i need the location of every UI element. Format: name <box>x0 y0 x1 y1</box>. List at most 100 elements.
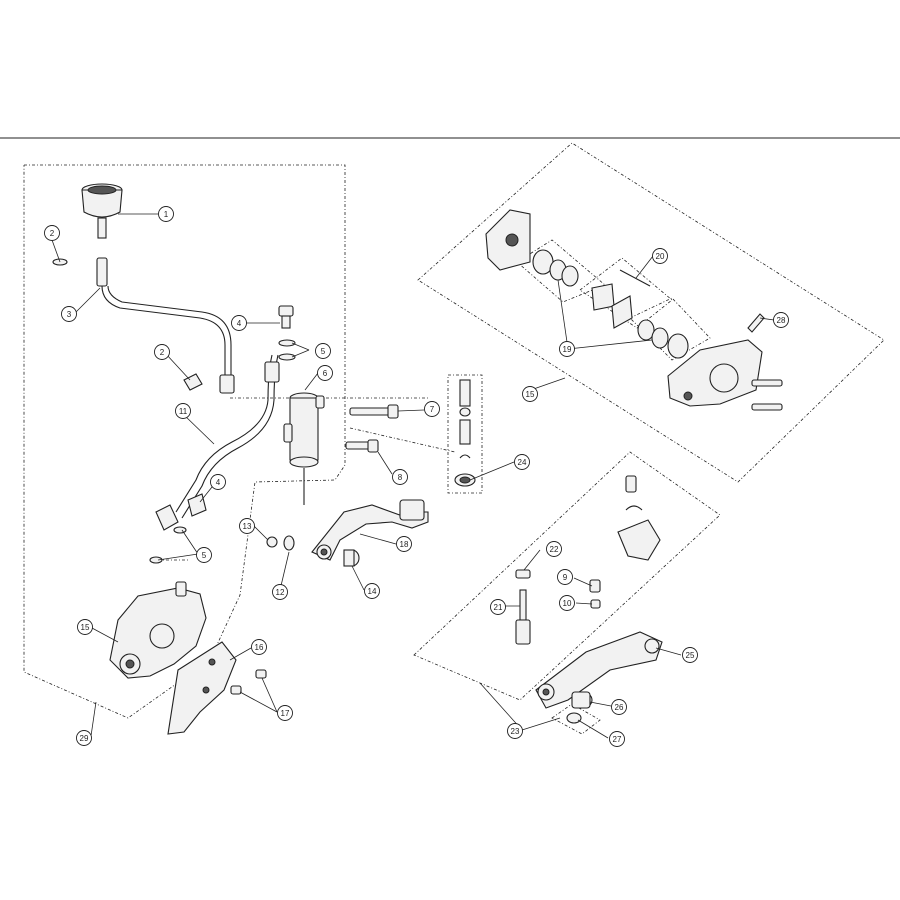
callout-label: 13 <box>243 522 252 531</box>
callout-label: 18 <box>400 540 409 549</box>
banjo-bolt-part <box>149 305 296 564</box>
bolt-7-part <box>349 404 399 419</box>
hose-part <box>96 257 235 394</box>
group-outlines <box>23 142 885 735</box>
callout-label: 20 <box>656 252 665 261</box>
callout-label: 22 <box>550 545 559 554</box>
bracket-bolts-part <box>230 669 267 695</box>
callout-c19: 19 <box>559 341 575 357</box>
reservoir-part <box>81 183 123 239</box>
callout-label: 4 <box>216 478 221 487</box>
clevis-21-part <box>515 569 531 645</box>
callout-c11: 11 <box>175 403 191 419</box>
callout-c10: 10 <box>559 595 575 611</box>
callout-c18: 18 <box>396 536 412 552</box>
callout-label: 29 <box>80 734 89 743</box>
callout-label: 26 <box>615 703 624 712</box>
callout-c16: 16 <box>251 639 267 655</box>
callout-bubble <box>175 403 191 419</box>
callout-c26: 26 <box>611 699 627 715</box>
callout-label: 15 <box>526 390 535 399</box>
callout-c8: 8 <box>392 469 408 485</box>
callout-label: 6 <box>323 369 328 378</box>
callout-c12: 12 <box>272 584 288 600</box>
callout-c21: 21 <box>490 599 506 615</box>
callout-label: 8 <box>398 473 403 482</box>
callout-label: 17 <box>281 709 290 718</box>
callout-bubble <box>682 647 698 663</box>
callout-bubble <box>231 315 247 331</box>
callout-label: 9 <box>563 573 568 582</box>
callout-label: 10 <box>563 599 572 608</box>
callout-label: 24 <box>518 458 527 467</box>
bushing-26-27-part <box>566 691 593 724</box>
bolt-9-10-part <box>589 579 601 609</box>
callout-bubble <box>490 599 506 615</box>
callout-bubble <box>652 248 668 264</box>
callout-label: 15 <box>81 623 90 632</box>
brake-line-part <box>155 354 280 531</box>
callout-bubble <box>210 474 226 490</box>
callout-bubble <box>317 365 333 381</box>
callout-bubble <box>76 730 92 746</box>
callout-bubble <box>507 723 523 739</box>
callout-c4b: 4 <box>210 474 226 490</box>
callout-bubble <box>158 206 174 222</box>
callout-bubble <box>272 584 288 600</box>
callout-bubble <box>611 699 627 715</box>
callout-label: 7 <box>430 405 435 414</box>
callout-c1: 1 <box>158 206 174 222</box>
callout-bubble <box>251 639 267 655</box>
callout-label: 27 <box>613 735 622 744</box>
callout-c14: 14 <box>364 583 380 599</box>
callout-bubble <box>559 595 575 611</box>
piston-kit-24-part <box>454 379 476 487</box>
callout-c22: 22 <box>546 541 562 557</box>
callout-c4a: 4 <box>231 315 247 331</box>
callout-c27: 27 <box>609 731 625 747</box>
callout-label: 4 <box>237 319 242 328</box>
bolt-8-part <box>345 439 379 453</box>
callout-c6: 6 <box>317 365 333 381</box>
callout-label: 5 <box>321 347 326 356</box>
callout-bubble <box>77 619 93 635</box>
callout-c15a: 15 <box>77 619 93 635</box>
callout-c7: 7 <box>424 401 440 417</box>
callout-c13: 13 <box>239 518 255 534</box>
callout-c15b: 15 <box>522 386 538 402</box>
callout-bubble <box>424 401 440 417</box>
callout-label: 14 <box>368 587 377 596</box>
callout-bubble <box>315 343 331 359</box>
caliper-assembly-part <box>667 313 783 411</box>
callout-label: 11 <box>179 407 188 416</box>
caliper-bracket-part <box>167 641 237 735</box>
callout-c5b: 5 <box>196 547 212 563</box>
pedal-18-part <box>311 499 429 561</box>
callout-bubble <box>396 536 412 552</box>
rear-caliper-part <box>109 581 207 679</box>
callout-c28: 28 <box>773 312 789 328</box>
callout-c24: 24 <box>514 454 530 470</box>
callout-bubble <box>773 312 789 328</box>
piston-seals-part <box>532 249 689 359</box>
callout-label: 5 <box>202 551 207 560</box>
leader-lines <box>51 213 775 739</box>
callout-c17: 17 <box>277 705 293 721</box>
callout-label: 2 <box>50 229 55 238</box>
callout-bubble <box>196 547 212 563</box>
callout-label: 28 <box>777 316 786 325</box>
callout-bubble <box>364 583 380 599</box>
footrest-part <box>617 475 661 561</box>
callout-label: 3 <box>67 310 72 319</box>
callout-c23: 23 <box>507 723 523 739</box>
callout-bubble <box>557 569 573 585</box>
callout-c9: 9 <box>557 569 573 585</box>
callout-bubble <box>277 705 293 721</box>
callout-label: 23 <box>511 727 520 736</box>
callout-c5a: 5 <box>315 343 331 359</box>
callout-bubble <box>559 341 575 357</box>
callout-bubble <box>61 306 77 322</box>
callout-label: 19 <box>563 345 572 354</box>
callout-bubble <box>609 731 625 747</box>
callout-c3: 3 <box>61 306 77 322</box>
